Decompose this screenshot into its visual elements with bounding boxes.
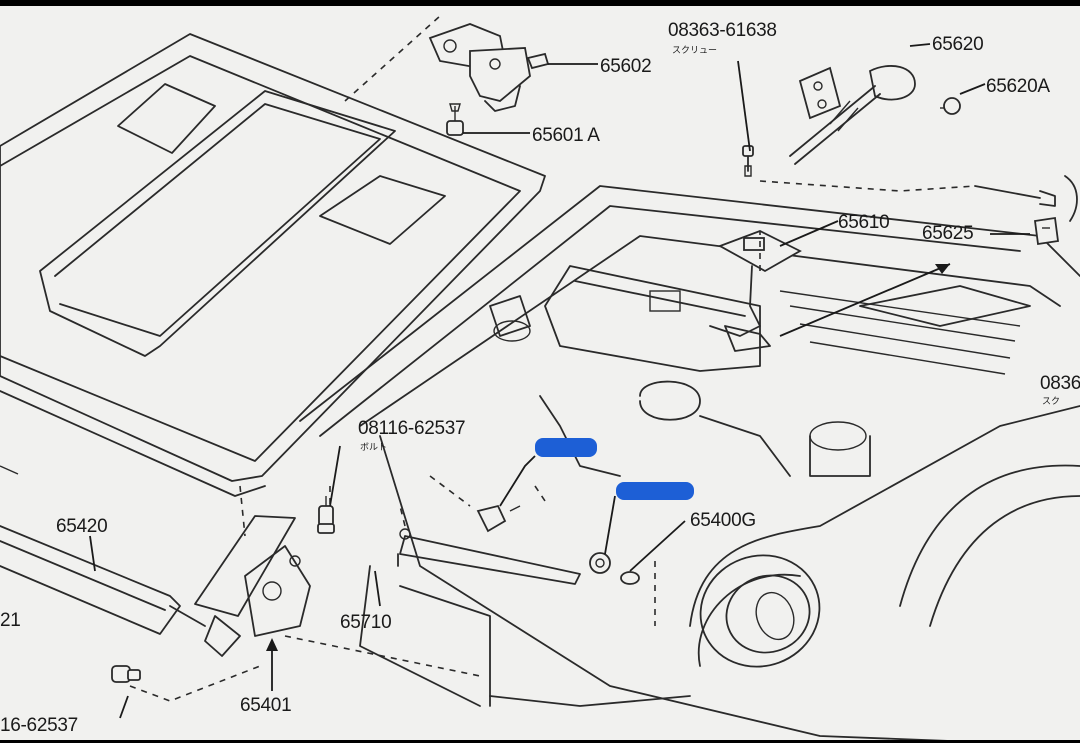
- redaction-mark-2: [616, 482, 694, 500]
- label-65401: 65401: [240, 695, 291, 716]
- label-65610: 65610: [838, 212, 889, 233]
- label-16-62537: 16-62537: [0, 715, 78, 736]
- label-65620a: 65620A: [986, 76, 1050, 97]
- hood-lock-65610: [709, 230, 802, 352]
- label-65400g: 65400G: [690, 510, 756, 531]
- label-65420: 65420: [56, 516, 107, 537]
- bolt-lower-left: [111, 665, 141, 683]
- leader-lines: [89, 43, 1030, 719]
- label-21: 21: [0, 610, 21, 631]
- label-0836-jp: スク: [1042, 396, 1060, 407]
- label-65602: 65602: [600, 56, 651, 77]
- screw-08363: [742, 145, 754, 177]
- hood-lock-striker: [428, 23, 550, 136]
- label-65710: 65710: [340, 612, 391, 633]
- hood-release-65620: [789, 65, 1078, 246]
- bolt-08116: [317, 496, 335, 534]
- parts-diagram-sheet: 65602 65601 A 08363-61638 スクリュー 65620 65…: [0, 6, 1080, 740]
- hood-panel: [0, 33, 546, 497]
- hood-hinge: [0, 515, 311, 657]
- hood-support-rod: [397, 528, 581, 585]
- engine-bay: [299, 185, 1080, 740]
- redaction-mark-1: [535, 438, 597, 457]
- bumper-stops: [476, 504, 640, 585]
- label-65620: 65620: [932, 34, 983, 55]
- label-65625: 65625: [922, 223, 973, 244]
- label-08363-jp: スクリュー: [672, 45, 717, 56]
- label-08116-62537: 08116-62537: [358, 418, 465, 439]
- label-65601a: 65601 A: [532, 125, 600, 146]
- hood-assembly-diagram: 65602 65601 A 08363-61638 スクリュー 65620 65…: [0, 15, 1080, 740]
- label-08363-61638: 08363-61638: [668, 20, 777, 41]
- label-08116-jp: ボルト: [360, 442, 387, 453]
- label-0836-cut: 0836: [1040, 373, 1080, 394]
